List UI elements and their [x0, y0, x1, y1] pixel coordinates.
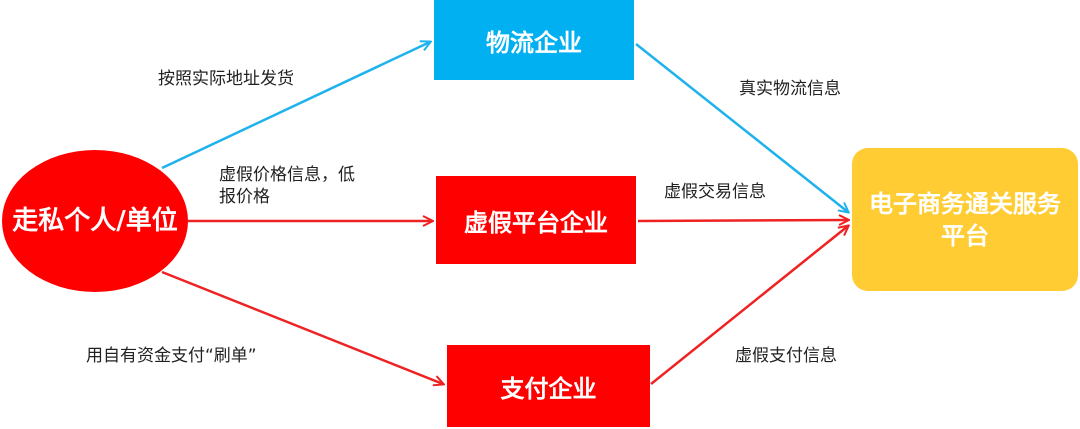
node-ecommerce-platform: 电子商务通关服务平台: [852, 148, 1078, 291]
label-real-logistics-info: 真实物流信息: [739, 79, 841, 99]
node-payment: 支付企业: [447, 345, 650, 427]
node-smuggler: 走私个人/单位: [2, 150, 188, 292]
node-fake-platform: 虚假平台企业: [436, 176, 636, 264]
arrow-smuggler-to-logistics: [161, 42, 430, 170]
arrow-platform-to-ecommerce: [637, 220, 848, 221]
arrow-logistics-to-ecommerce: [635, 43, 848, 212]
arrow-payment-to-ecommerce: [650, 226, 848, 385]
label-fake-price-line2: 报价格: [219, 187, 270, 207]
node-logistics: 物流企业: [434, 0, 634, 80]
label-fake-price-line1: 虚假价格信息，低: [219, 165, 355, 185]
label-ship-by-address: 按照实际地址发货: [158, 69, 294, 89]
label-fake-trade-info: 虚假交易信息: [664, 182, 766, 202]
label-self-fund-payment: 用自有资金支付“刷单”: [86, 346, 257, 366]
arrow-smuggler-to-payment: [161, 270, 443, 384]
label-fake-payment-info: 虚假支付信息: [735, 346, 837, 366]
